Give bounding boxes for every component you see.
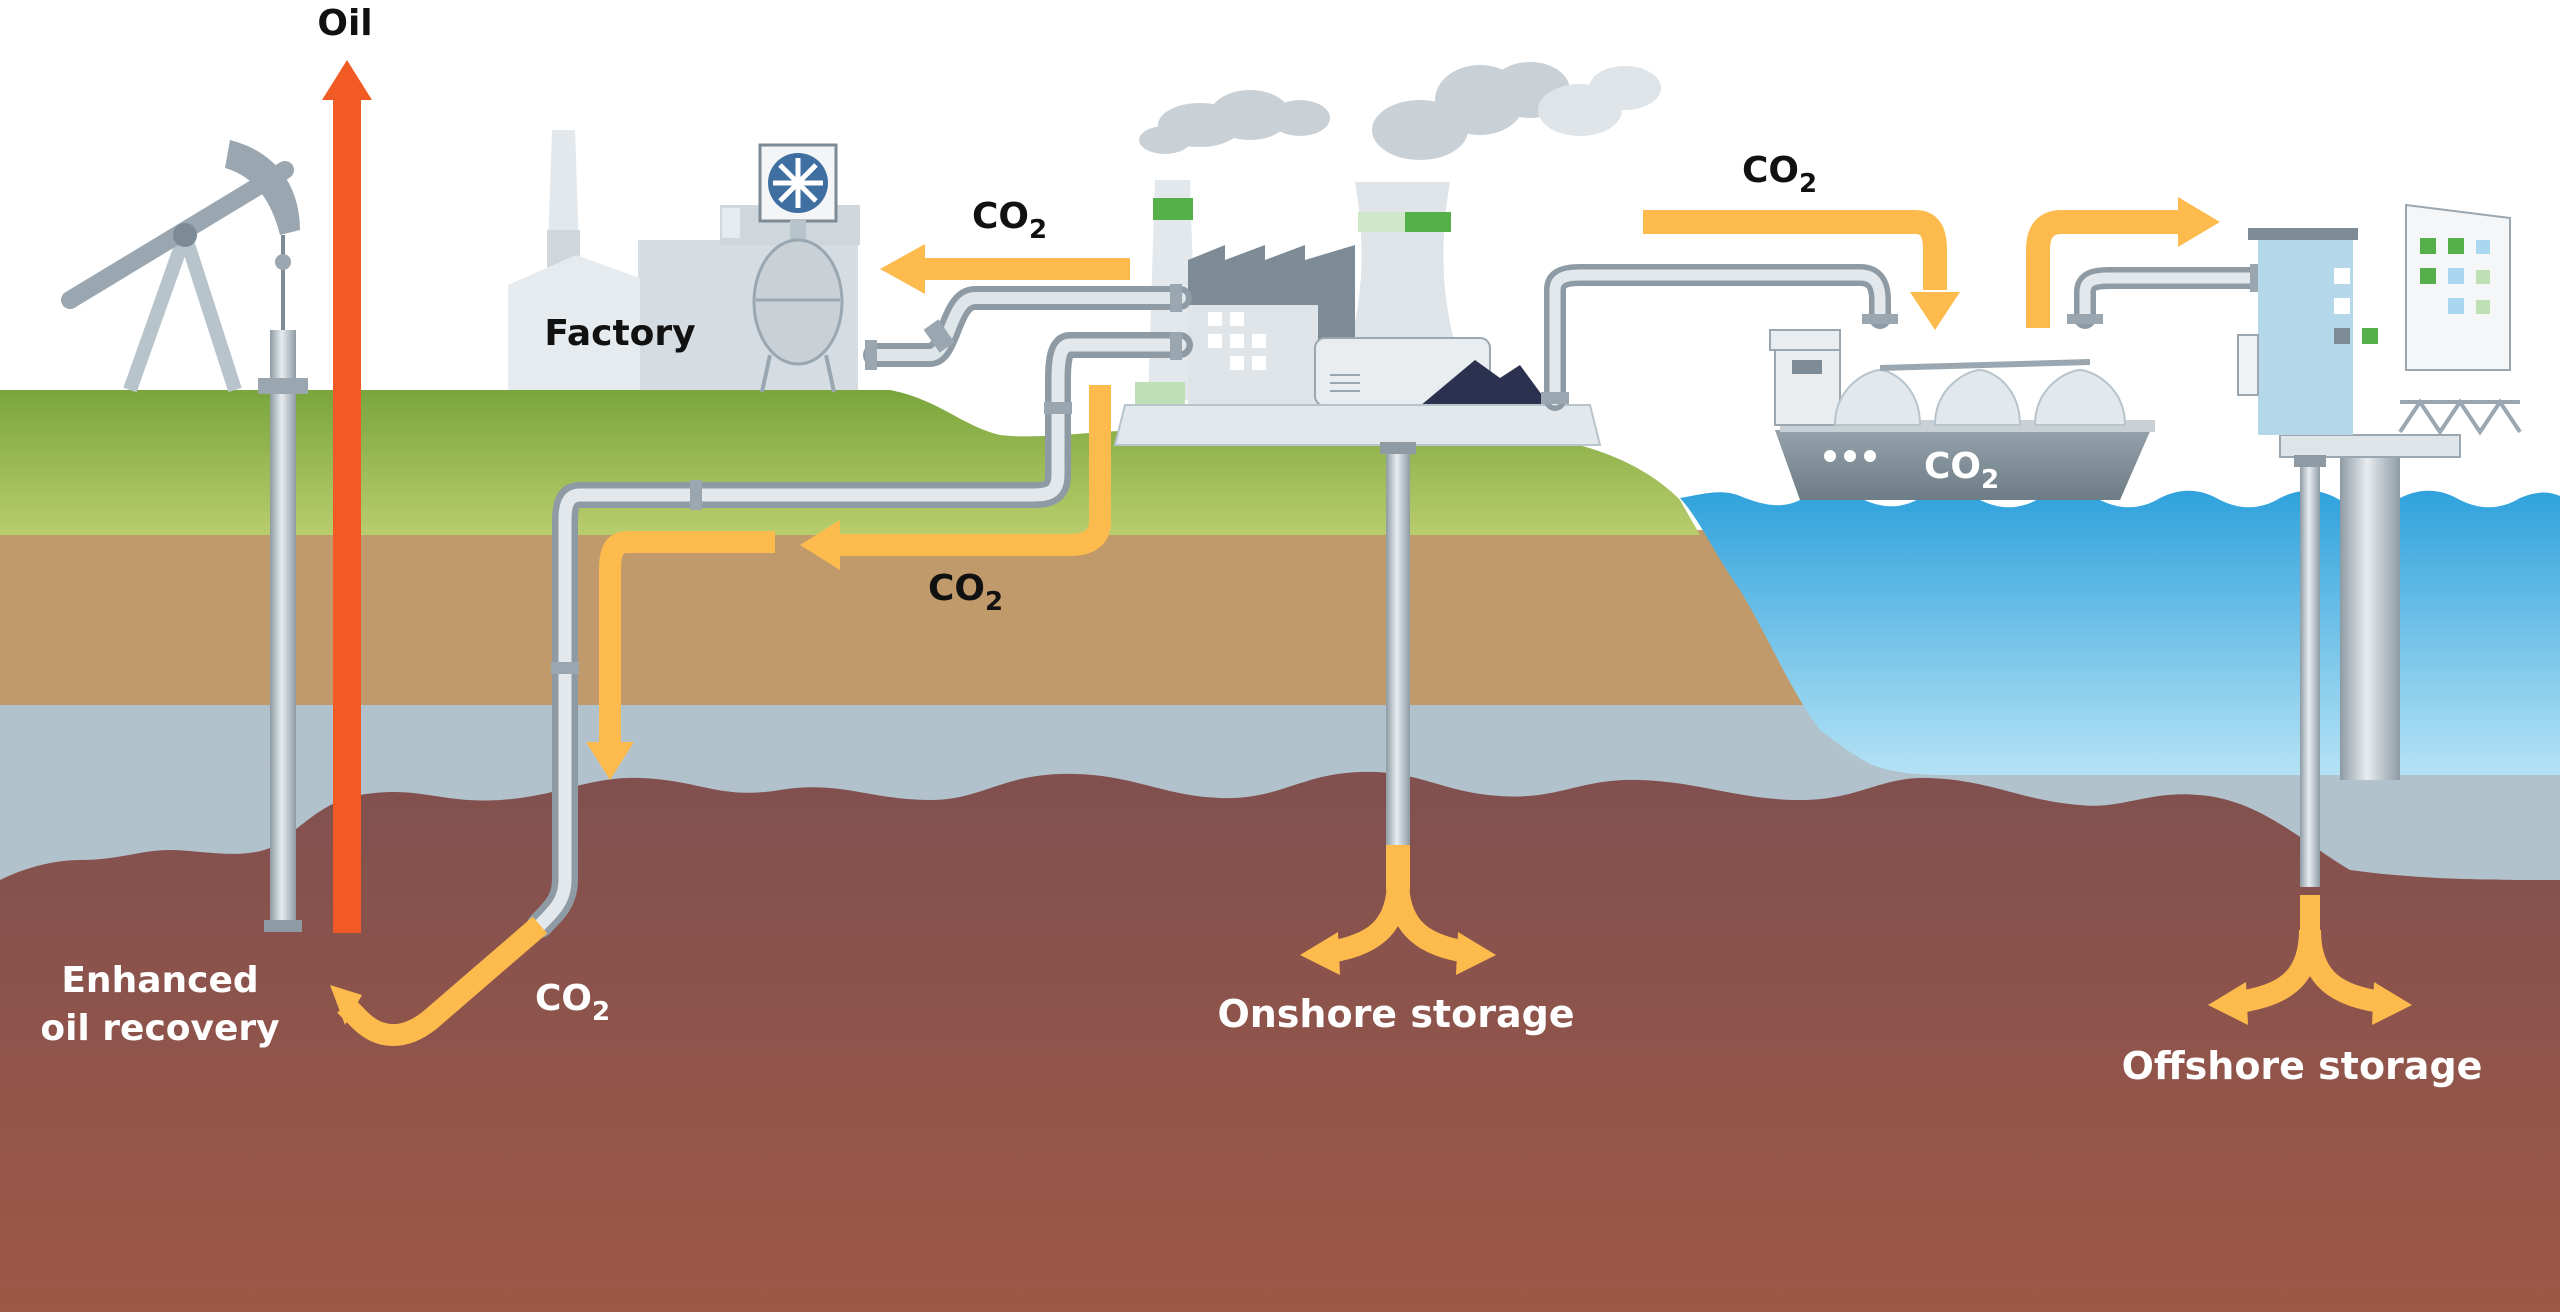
co2-main: CO [928, 568, 985, 609]
co2-arrow-to-factory [880, 244, 1130, 294]
co2-arrow-to-eor [586, 385, 1111, 780]
co2-subscript: 2 [1981, 465, 1999, 495]
smoke-clouds [1139, 62, 1661, 160]
ground-layers [0, 390, 2560, 1312]
co2-arrow-to-ship [1643, 210, 1960, 330]
co2-subscript: 2 [1029, 215, 1047, 245]
pipelines [527, 264, 2271, 938]
oil-arrow [322, 60, 372, 933]
deep-rock-layer [0, 760, 2560, 1312]
co2-main: CO [1742, 150, 1799, 191]
eor-injection-flow [330, 916, 548, 1046]
factory-icon [508, 130, 860, 393]
co2-label-eor-injection: CO2 [535, 978, 610, 1027]
enhanced-oil-recovery-label-line1: Enhanced [61, 960, 258, 1001]
co2-arrow-to-platform [2026, 197, 2220, 328]
co2-label-ship-route: CO2 [1742, 150, 1817, 199]
offshore-platform-icon [2237, 203, 2522, 887]
co2-main: CO [535, 978, 592, 1019]
topsoil-layer [0, 530, 1820, 705]
enhanced-oil-recovery-label-line2: oil recovery [40, 1008, 279, 1049]
power-plant-icon [1113, 62, 1661, 446]
onshore-storage-label: Onshore storage [1217, 992, 1574, 1036]
co2-label-ship: CO2 [1924, 446, 1999, 495]
tanker-ship-icon [1769, 329, 2155, 500]
co2-label-eor-pipeline: CO2 [928, 568, 1003, 617]
onshore-well-pipe [1380, 442, 1416, 845]
co2-flow-arrows [586, 197, 2412, 1025]
co2-main: CO [972, 196, 1029, 237]
oil-well-pipe [258, 330, 308, 932]
sea-floor [1820, 730, 2560, 880]
oil-label: Oil [317, 3, 372, 44]
offshore-storage-label: Offshore storage [2122, 1044, 2483, 1088]
text-labels: Oil Factory CO2 CO2 CO2 CO2 CO2 Enhanced… [40, 3, 2482, 1088]
co2-label-factory: CO2 [972, 196, 1047, 245]
co2-subscript: 2 [1799, 169, 1817, 199]
factory-label: Factory [544, 313, 695, 354]
offshore-storage-fork [2208, 895, 2412, 1025]
pumpjack-icon [61, 140, 300, 393]
co2-subscript: 2 [985, 587, 1003, 617]
grass-hill [0, 390, 1700, 535]
co2-subscript: 2 [592, 997, 610, 1027]
onshore-storage-fork [1300, 845, 1496, 975]
coal-pile [1420, 360, 1550, 406]
co2-main: CO [1924, 446, 1981, 487]
